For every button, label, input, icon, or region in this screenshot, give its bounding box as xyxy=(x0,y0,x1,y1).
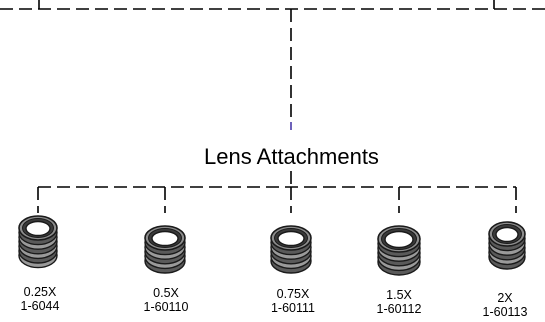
lens-magnification: 1.5X xyxy=(386,288,412,302)
lens-ring-icon xyxy=(377,225,421,276)
lens-icons-group xyxy=(18,215,526,276)
lens-label-1: 0.25X 1-6044 xyxy=(0,285,80,313)
diagram-heading: Lens Attachments xyxy=(204,144,379,169)
lens-magnification: 0.75X xyxy=(276,287,310,301)
lens-part-number: 1-60110 xyxy=(143,300,189,314)
lens-magnification: 2X xyxy=(497,291,513,305)
lens-magnification: 0.5X xyxy=(153,286,179,300)
lens-ring-icon xyxy=(270,225,312,274)
lens-label-3: 0.75X 1-60111 xyxy=(253,287,333,315)
lens-ring-icon xyxy=(488,221,526,270)
lens-ring-icon xyxy=(144,225,186,274)
lens-part-number: 1-60113 xyxy=(482,305,528,319)
lens-part-number: 1-60111 xyxy=(270,301,316,315)
lens-ring-icon xyxy=(18,215,58,269)
lens-part-number: 1-6044 xyxy=(20,299,60,313)
lens-label-4: 1.5X 1-60112 xyxy=(359,288,439,316)
lens-label-2: 0.5X 1-60110 xyxy=(126,286,206,314)
lens-magnification: 0.25X xyxy=(23,285,57,299)
lens-part-number: 1-60112 xyxy=(376,302,422,316)
lens-label-5: 2X 1-60113 xyxy=(465,291,545,319)
